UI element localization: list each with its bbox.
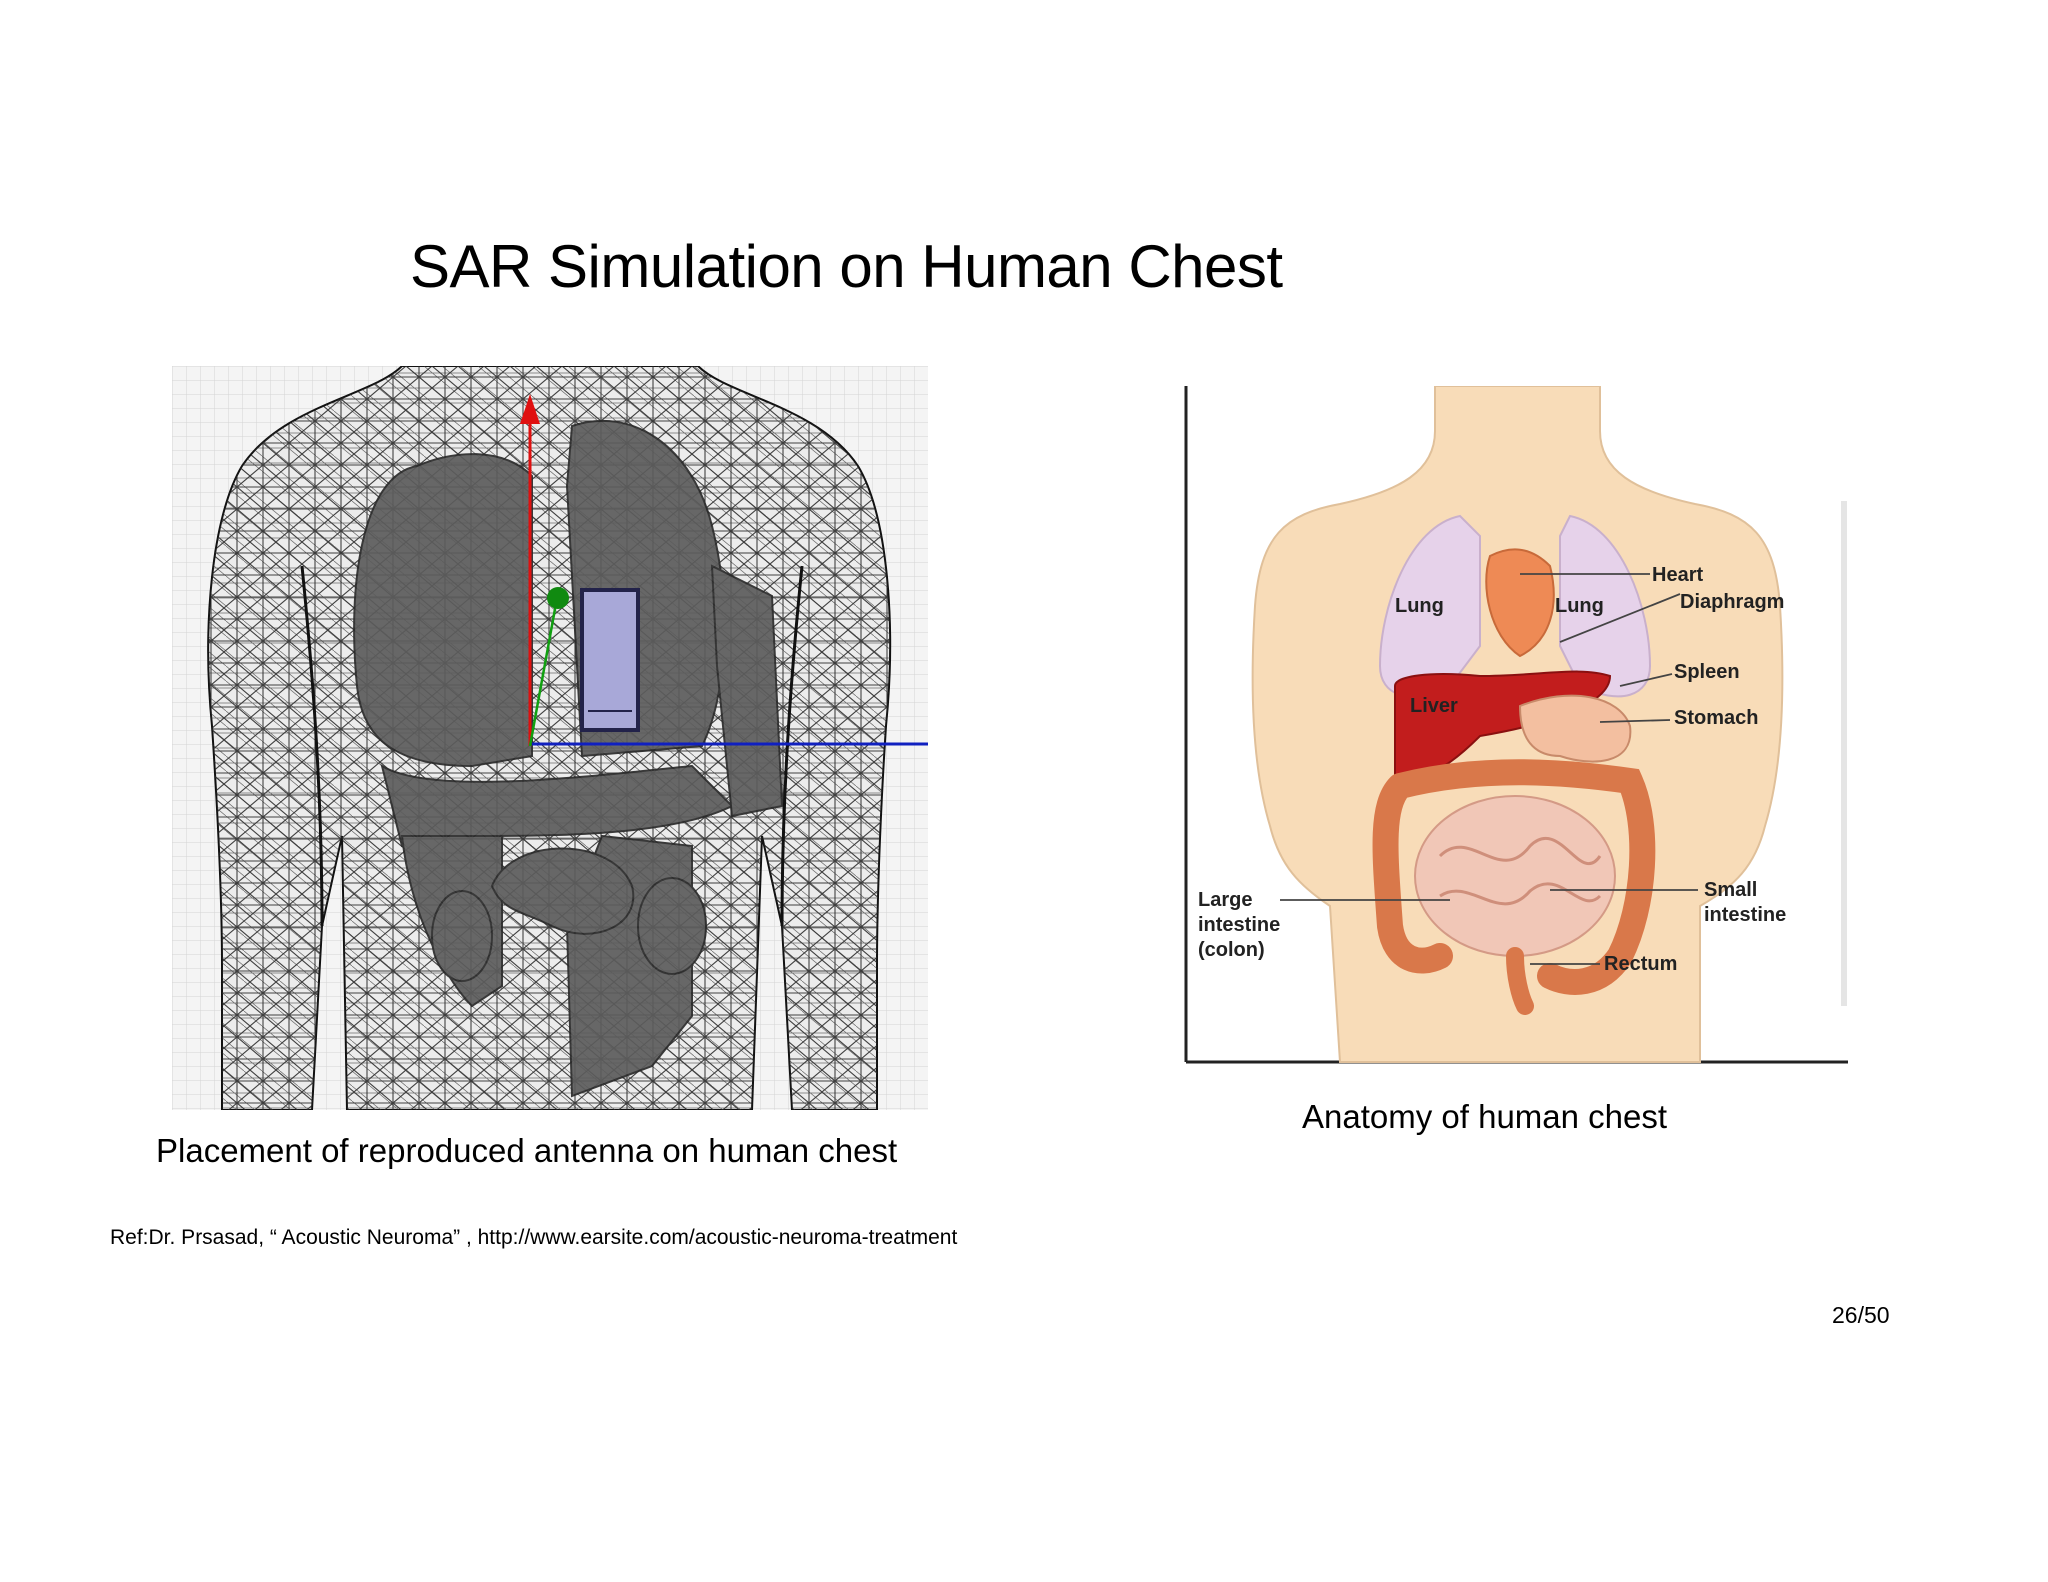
antenna-rectangle: [580, 588, 640, 732]
stomach-shape: [1518, 694, 1632, 763]
large-intestine-shape: [1372, 759, 1656, 995]
label-large-intestine-1: Large: [1198, 889, 1252, 911]
label-diaphragm: Diaphragm: [1680, 591, 1784, 613]
label-large-intestine-3: (colon): [1198, 939, 1265, 961]
label-large-intestine-2: intestine: [1198, 914, 1280, 936]
label-rectum: Rectum: [1604, 953, 1677, 975]
label-small-intestine-2: intestine: [1704, 904, 1786, 926]
wireframe-body-image: [172, 365, 928, 1111]
reference-citation: Ref:Dr. Prsasad, “ Acoustic Neuroma” , h…: [110, 1226, 958, 1249]
heart-shape: [1485, 548, 1555, 658]
small-intestine-shape: [1414, 795, 1616, 957]
label-lung-right: Lung: [1555, 595, 1604, 617]
anatomy-caption: Anatomy of human chest: [1302, 1098, 1668, 1135]
label-small-intestine-1: Small: [1704, 879, 1757, 901]
simulation-caption: Placement of reproduced antenna on human…: [156, 1132, 898, 1169]
anatomy-diagram: Heart Diaphragm Lung Lung Spleen Liver S…: [1184, 385, 1848, 1064]
label-heart: Heart: [1652, 564, 1703, 586]
page-number: 26/50: [1832, 1302, 1890, 1328]
anatomy-figure: Heart Diaphragm Lung Lung Spleen Liver S…: [1180, 385, 1848, 1066]
slide-title: SAR Simulation on Human Chest: [410, 233, 1283, 300]
label-spleen: Spleen: [1674, 661, 1740, 683]
simulation-figure: [172, 365, 928, 1111]
label-lung-left: Lung: [1395, 595, 1444, 617]
label-liver: Liver: [1410, 695, 1458, 717]
label-stomach: Stomach: [1674, 707, 1758, 729]
